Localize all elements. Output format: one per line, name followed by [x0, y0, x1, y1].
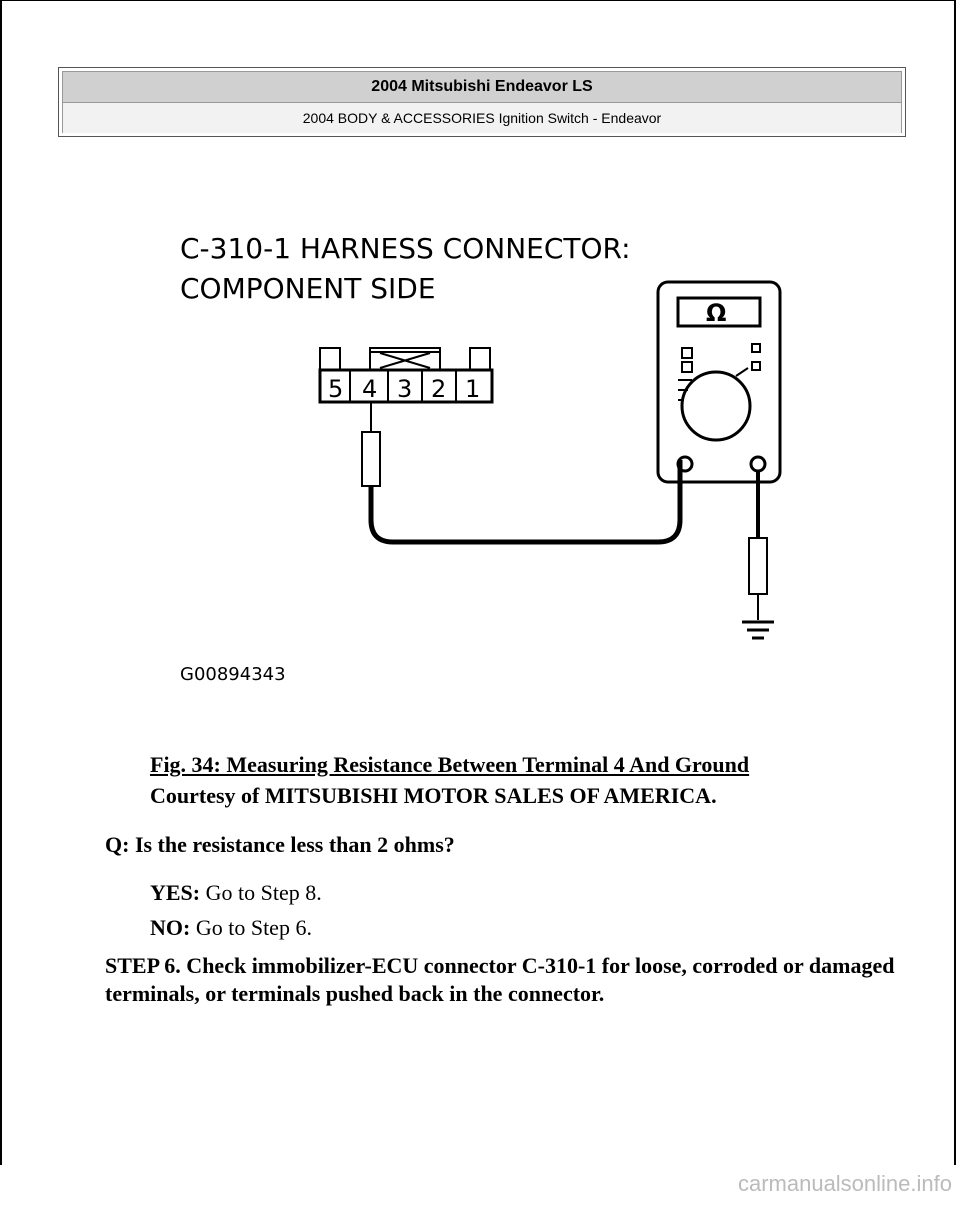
answer-no-text: Go to Step 6. — [195, 915, 312, 940]
terminal-4: 4 — [362, 375, 377, 403]
terminal-3: 3 — [397, 375, 412, 403]
figure-caption-courtesy: Courtesy of MITSUBISHI MOTOR SALES OF AM… — [150, 783, 717, 808]
document-header: 2004 Mitsubishi Endeavor LS 2004 BODY & … — [58, 67, 906, 137]
step-6-instruction: STEP 6. Check immobilizer-ECU connector … — [105, 953, 895, 1006]
test-probe — [361, 402, 381, 487]
ohmmeter — [656, 280, 782, 484]
connector-diagram: C-310-1 HARNESS CONNECTOR: COMPONENT SID… — [180, 232, 782, 685]
page-frame-left — [0, 0, 2, 1165]
terminal-2: 2 — [431, 375, 446, 403]
ground-lead — [748, 471, 768, 620]
answer-yes-text: Go to Step 8. — [205, 880, 322, 905]
header-inner: 2004 Mitsubishi Endeavor LS 2004 BODY & … — [62, 71, 902, 133]
answer-yes-label: YES: — [150, 880, 201, 905]
figure-caption-title: Fig. 34: Measuring Resistance Between Te… — [150, 752, 750, 777]
question-text: Q: Is the resistance less than 2 ohms? — [105, 832, 455, 857]
page-frame-top — [0, 0, 956, 1]
probe-lead-wire — [368, 460, 683, 545]
diagram-heading-line2: COMPONENT SIDE — [180, 272, 436, 305]
ohm-symbol-icon: Ω — [706, 299, 726, 327]
figure-code: G00894343 — [180, 664, 286, 685]
terminal-5: 5 — [328, 375, 343, 403]
answer-yes: YES: Go to Step 8. — [150, 880, 322, 906]
answer-no-label: NO: — [150, 915, 191, 940]
terminal-1: 1 — [465, 375, 480, 403]
diagram-heading-line1: C-310-1 HARNESS CONNECTOR: — [180, 232, 631, 265]
answer-no: NO: Go to Step 6. — [150, 915, 312, 941]
harness-connector — [318, 347, 494, 404]
ground-icon — [742, 620, 774, 640]
footer-watermark: carmanualsonline.info — [737, 1171, 952, 1196]
page-frame-right — [954, 0, 956, 1165]
header-title: 2004 Mitsubishi Endeavor LS — [63, 72, 901, 103]
header-subtitle: 2004 BODY & ACCESSORIES Ignition Switch … — [63, 103, 901, 133]
